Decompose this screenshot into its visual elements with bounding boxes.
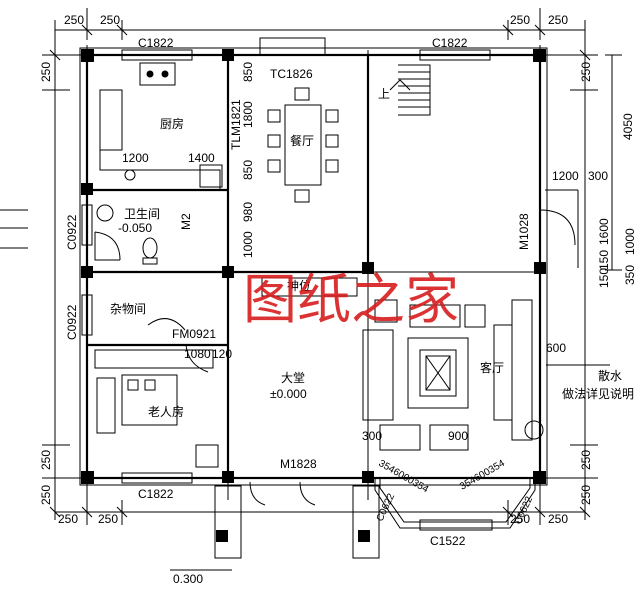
room-hall-level: ±0.000 [270, 387, 307, 401]
dim-right-1: 250 [579, 62, 593, 82]
note-step-level: 0.300 [173, 572, 203, 586]
dim-l1: 300 [362, 429, 382, 443]
window-label-bay-right: C0622 [513, 495, 536, 527]
window-marks [81, 37, 536, 531]
door-label-storage: FM0921 [172, 327, 216, 341]
window-label-bay: C1522 [430, 534, 466, 548]
dim-top-2: 250 [100, 13, 120, 27]
dim-s3: 1600 [597, 218, 611, 245]
dim-d2: 1800 [241, 101, 255, 128]
elder-room-furniture [94, 349, 219, 468]
room-labels: 厨房 餐厅 卫生间 -0.050 杂物间 老人房 大堂 ±0.000 客厅 神位… [110, 87, 504, 419]
note-drain-detail: 做法详见说明 [562, 386, 634, 401]
dimension-labels: 250 250 250 250 250 250 250 250 250 250 … [39, 13, 635, 526]
door-label-bath: M2 [179, 213, 193, 230]
columns [81, 49, 546, 542]
dim-bottom-4: 250 [548, 512, 568, 526]
dim-left-2: 250 [39, 450, 53, 470]
dim-right-2: 4050 [621, 113, 635, 140]
dim-d1: 850 [241, 62, 255, 82]
dim-right-3: 250 [579, 450, 593, 470]
window-label-top-left: C1822 [138, 36, 174, 50]
dim-d3: 850 [241, 160, 255, 180]
dim-s6: 150 [597, 268, 611, 288]
dim-l2: 900 [448, 429, 468, 443]
note-drain: 散水 [598, 368, 622, 383]
dim-top-3: 250 [510, 13, 530, 27]
room-dining: 餐厅 [290, 133, 314, 148]
window-label-bay-diag-right: 354600354 [458, 458, 507, 493]
living-room-furniture [362, 299, 544, 451]
window-label-dining: TC1826 [270, 67, 313, 81]
dim-e2: 120 [212, 347, 232, 361]
door-label-side: M1028 [517, 213, 531, 250]
room-storage: 杂物间 [110, 302, 146, 316]
window-label-left-2: C0922 [65, 304, 79, 340]
window-label-top-right: C1822 [432, 36, 468, 50]
dim-left-3: 250 [39, 485, 53, 505]
dim-s1: 1200 [552, 169, 579, 183]
dim-k2: 1400 [188, 151, 215, 165]
watermark: 图纸之家 [243, 268, 459, 331]
room-bathroom: 卫生间 [124, 207, 160, 221]
window-label-bottom-left: C1822 [138, 487, 174, 501]
room-living: 客厅 [480, 360, 504, 375]
dim-e1: 1080 [184, 347, 211, 361]
dim-s4: 1000 [623, 228, 637, 255]
shrine-table [261, 277, 358, 297]
room-kitchen: 厨房 [160, 116, 184, 131]
room-elder: 老人房 [148, 404, 184, 419]
dim-top-1: 250 [64, 13, 84, 27]
notes: 散水 做法详见说明 0.300 [170, 364, 634, 586]
walls [79, 47, 579, 486]
stair-up-label: 上 [378, 87, 390, 101]
dim-bottom-2: 250 [98, 512, 118, 526]
dim-s7: 350 [623, 265, 637, 285]
inner-dimension-labels: 1200 1400 850 1800 850 980 1000 1200 300… [122, 62, 637, 443]
dim-bottom-3: 250 [510, 512, 530, 526]
door-label-entry: M1828 [280, 457, 317, 471]
dimension-lines [0, 8, 622, 525]
dim-right-4: 250 [579, 485, 593, 505]
bathroom-fixtures [94, 204, 158, 265]
dim-left-1: 250 [39, 62, 53, 82]
dim-top-4: 250 [548, 13, 568, 27]
shrine-label: 神位 [287, 278, 311, 293]
dim-bottom-1: 250 [58, 512, 78, 526]
window-label-left-1: C0922 [65, 214, 79, 250]
dim-k1: 1200 [122, 151, 149, 165]
room-hall: 大堂 [281, 371, 305, 385]
dim-s5: 150 [597, 250, 611, 270]
dim-s2: 300 [588, 169, 608, 183]
room-bath-level: -0.050 [118, 221, 152, 235]
kitchen-fixtures [99, 62, 223, 190]
door-labels: TLM1821 M2 FM0921 M1828 M1028 [172, 99, 531, 471]
dim-d5: 1000 [241, 231, 255, 258]
window-label-bay-diag-left: 3546000354 [377, 458, 431, 496]
door-label-kitchen: TLM1821 [229, 99, 243, 150]
dim-l3: 600 [546, 341, 566, 355]
staircase [389, 64, 431, 116]
dining-table [267, 87, 339, 203]
door-swings [147, 209, 576, 559]
dim-d4: 980 [241, 202, 255, 222]
